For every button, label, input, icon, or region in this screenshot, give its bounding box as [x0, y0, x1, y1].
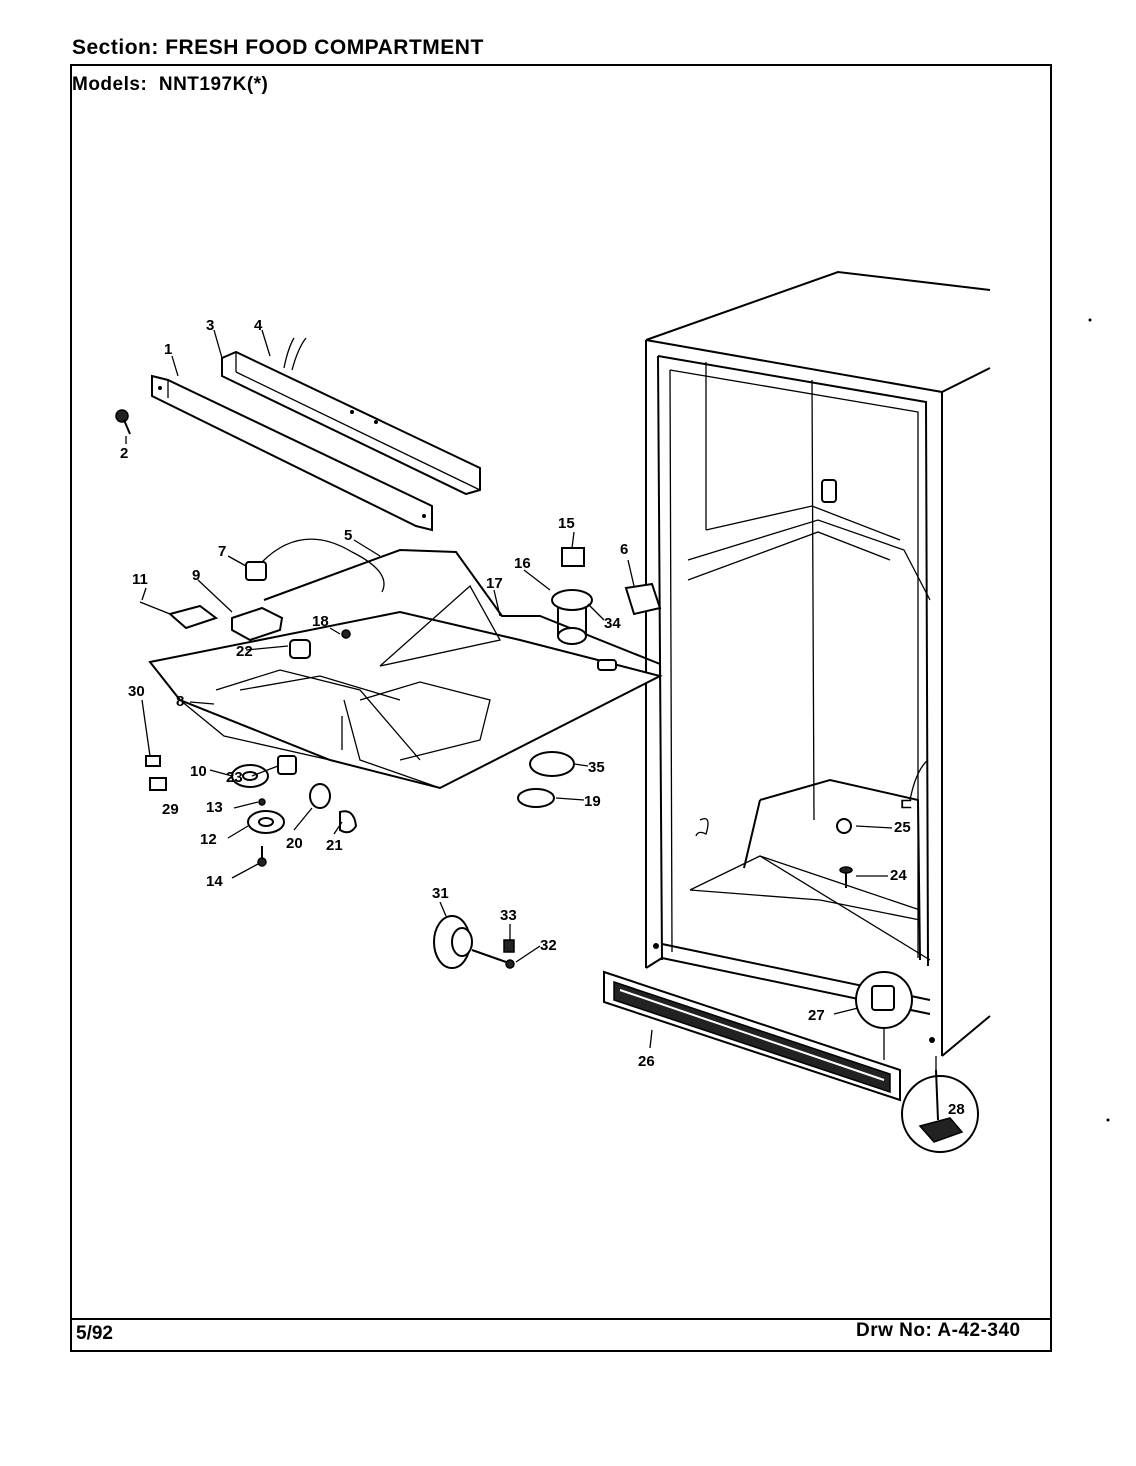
callout-10: 10	[190, 763, 207, 780]
callout-14: 14	[206, 873, 223, 890]
callout-18: 18	[312, 613, 329, 630]
callout-31: 31	[432, 885, 449, 902]
models-label: Models:	[72, 74, 148, 95]
lower-small-parts	[145, 755, 358, 867]
part-24-25-screws	[836, 818, 853, 888]
drawing-number: Drw No: A-42-340	[856, 1320, 1021, 1342]
callout-29: 29	[162, 801, 179, 818]
callout-34: 34	[604, 615, 621, 632]
leader-lines	[125, 329, 893, 1049]
part-2-screw	[115, 409, 131, 435]
callout-8: 8	[176, 693, 184, 710]
callout-22: 22	[236, 643, 253, 660]
section-label: Section:	[72, 36, 159, 59]
part-5-8-panel	[148, 548, 663, 790]
part-26-grille	[603, 970, 901, 1102]
part-1-trim-bar	[151, 374, 433, 532]
svg-text:⊏: ⊏	[900, 795, 913, 812]
drawing-label: Drw No:	[856, 1320, 933, 1341]
part-11-plate	[139, 601, 219, 630]
callout-20: 20	[286, 835, 303, 852]
callout-32: 32	[540, 937, 557, 954]
callout-26: 26	[638, 1053, 655, 1070]
callout-12: 12	[200, 831, 217, 848]
callout-1: 1	[164, 341, 172, 358]
part-28-detail	[901, 1056, 979, 1153]
revision-date: 5/92	[76, 1323, 113, 1344]
callout-5: 5	[344, 527, 352, 544]
drawing-frame	[70, 64, 1052, 1352]
cabinet-drawing: ⊏	[645, 270, 991, 1057]
part-18-screw	[341, 629, 351, 639]
callout-13: 13	[206, 799, 223, 816]
callout-19: 19	[584, 793, 601, 810]
part-6-block	[624, 582, 662, 616]
callout-21: 21	[326, 837, 343, 854]
callout-23: 23	[226, 769, 243, 786]
callout-9: 9	[192, 567, 200, 584]
callout-28: 28	[948, 1101, 965, 1118]
part-7-switch	[245, 538, 385, 593]
section-title: Section: FRESH FOOD COMPARTMENT	[72, 36, 484, 60]
callout-labels: 1 2 3 4 5 6 7 8 9 10 11 12 13 14 15 16 1…	[120, 317, 965, 1118]
drawing-number-value: A-42-340	[937, 1320, 1021, 1341]
part-22-socket	[289, 639, 311, 659]
callout-33: 33	[500, 907, 517, 924]
section-value: FRESH FOOD COMPARTMENT	[165, 36, 484, 59]
part-9-bracket	[231, 606, 284, 642]
part-35-19-lens	[517, 751, 575, 808]
callout-15: 15	[558, 515, 575, 532]
callout-24: 24	[890, 867, 907, 884]
callout-30: 30	[128, 683, 145, 700]
callout-4: 4	[254, 317, 263, 334]
models-value: NNT197K(*)	[158, 74, 269, 95]
part-3-4-channel	[221, 337, 481, 496]
callout-7: 7	[218, 543, 226, 560]
callout-11: 11	[132, 571, 148, 588]
callout-35: 35	[588, 759, 605, 776]
callout-16: 16	[514, 555, 531, 572]
part-15-16-34-control	[551, 547, 593, 645]
callout-6: 6	[620, 541, 628, 558]
part-31-32-33-roller	[433, 915, 515, 969]
callout-3: 3	[206, 317, 214, 334]
callout-17: 17	[486, 575, 503, 592]
part-27-detail	[855, 971, 913, 1060]
callout-2: 2	[120, 445, 128, 462]
footer-rule	[70, 1318, 1052, 1320]
callout-27: 27	[808, 1007, 825, 1024]
models-title: Models: NNT197K(*)	[72, 74, 268, 96]
callout-25: 25	[894, 819, 911, 836]
